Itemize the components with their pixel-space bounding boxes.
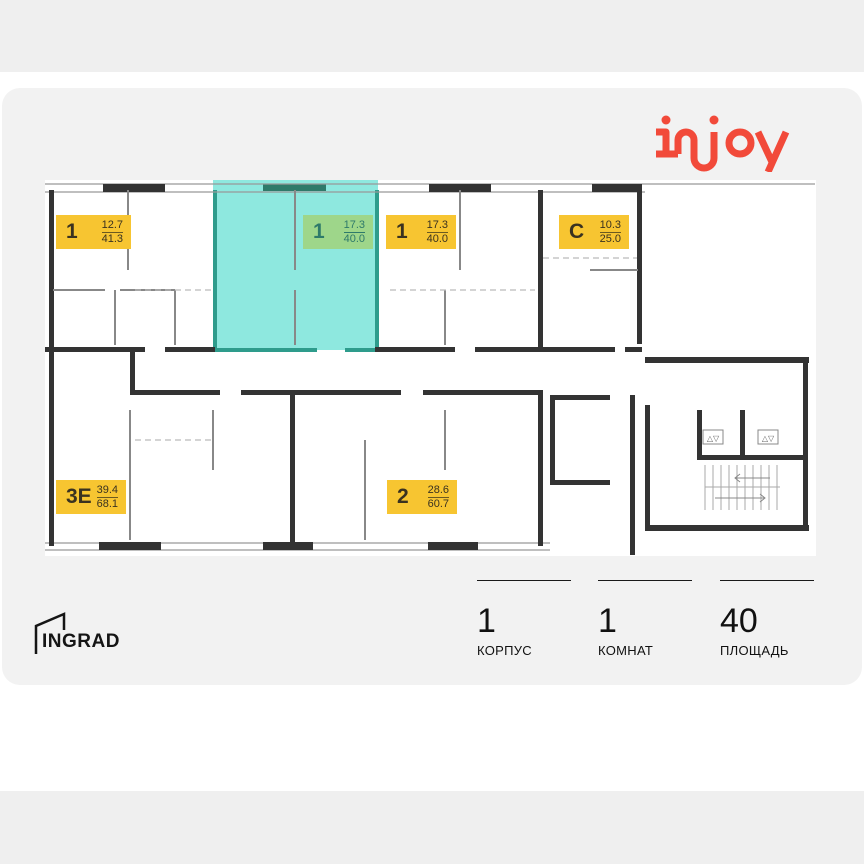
room-count: 3Е [66,485,92,508]
divider [477,580,571,581]
living-area: 28.6 [427,484,449,498]
living-area: 17.3 [343,219,365,233]
stat-area: 40 ПЛОЩАДЬ [720,580,814,658]
stat-caption: ПЛОЩАДЬ [720,643,789,658]
stat-caption: КОРПУС [477,643,532,658]
stat-rooms: 1 КОМНАТ [598,580,692,658]
floor-plan-drawing: △▽ △▽ [45,180,815,555]
stat-building: 1 КОРПУС [477,580,571,658]
total-area: 41.3 [101,233,123,245]
room-count: 1 [313,220,325,243]
stairs-arrows-icon [704,465,780,510]
living-area: 39.4 [96,484,118,498]
total-area: 68.1 [96,498,118,510]
stat-value: 1 [477,602,496,640]
room-count: 1 [396,220,408,243]
room-count: С [569,220,585,243]
stat-value: 1 [598,602,617,640]
ingrad-logo-icon [34,612,66,654]
room-count: 2 [397,485,409,508]
total-area: 40.0 [426,233,448,245]
total-area: 60.7 [427,498,449,510]
total-area: 40.0 [343,233,365,245]
living-area: 10.3 [599,219,621,233]
stat-value: 40 [720,602,758,640]
elevator-up-down-icon: △▽ [702,429,724,445]
total-area: 25.0 [599,233,621,245]
divider [598,580,692,581]
svg-text:△▽: △▽ [707,434,720,443]
room-count: 1 [66,220,78,243]
stat-caption: КОМНАТ [598,643,654,658]
living-area: 12.7 [101,219,123,233]
elevator-up-down-icon: △▽ [757,429,779,445]
living-area: 17.3 [426,219,448,233]
svg-text:△▽: △▽ [762,434,775,443]
divider [720,580,814,581]
ingrad-logo-text: INGRAD [42,631,120,652]
injoy-logo [656,115,790,172]
